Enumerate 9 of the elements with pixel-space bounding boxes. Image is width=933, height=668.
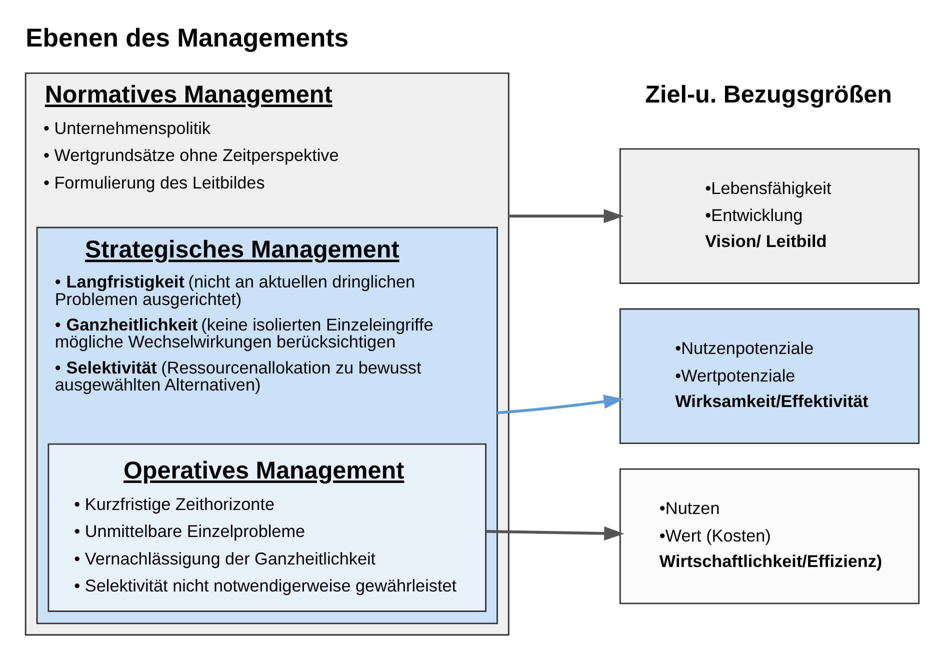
node-box: •Nutzen •Wert (Kosten) Wirtschaftlichkeit/Effizienz) [619, 468, 920, 604]
node-box: •Lebensfähigkeit •Entwicklung Vision/ Leitbild [619, 148, 920, 284]
arrow [486, 526, 624, 540]
node-box: Operatives Management • Kurzfristige Zeithorizonte • Unmittelbare Einzelprobleme • Vernachlässigung der Ganzheitlichkeit • Selektivität nicht notwendigerweise gewährleistet [48, 443, 486, 612]
arrow [508, 209, 624, 224]
node-text: Ziel-u. Bezugsgrößen [645, 82, 892, 109]
node-box: •Nutzenpotenziale •Wertpotenziale Wirksamkeit/Effektivität [619, 308, 920, 444]
arrow [497, 394, 624, 414]
diagram-title: Ebenen des Managements [26, 24, 349, 53]
